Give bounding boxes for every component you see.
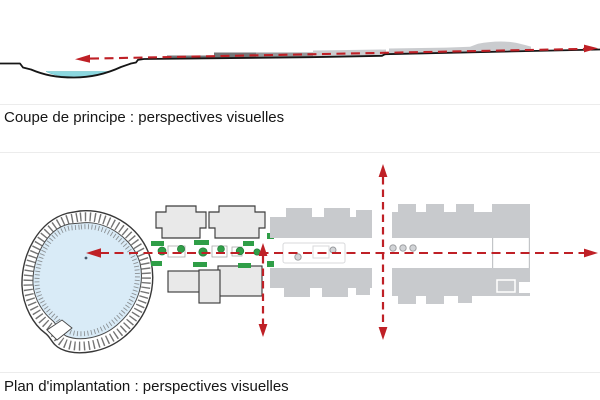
tree-icon: [389, 244, 397, 252]
plan-sight-line-horizontal: [86, 248, 598, 258]
arrow-down-icon: [378, 327, 388, 340]
arrow-right-icon: [584, 44, 598, 53]
plan-caption: Plan d'implantation : perspectives visue…: [4, 378, 289, 395]
divider-bottom: [0, 372, 600, 373]
section-sight-line-arrow: [75, 44, 598, 63]
pond-inner-hatching: [34, 224, 140, 337]
building-footprint: [155, 205, 207, 239]
building-cluster-1: [155, 205, 266, 304]
pond-spillway: [46, 319, 73, 341]
building-footprint: [198, 269, 221, 304]
pond-water: [32, 222, 142, 340]
pond: [21, 210, 154, 354]
arrow-up-icon: [378, 164, 388, 177]
tree-icon: [399, 244, 407, 252]
plan-sight-line-vertical-short: [258, 243, 268, 337]
section-caption: Coupe de principe : perspectives visuell…: [4, 109, 285, 126]
pond-marker-dot: [84, 256, 88, 260]
building-footprint: [208, 205, 266, 239]
divider-top: [0, 104, 600, 105]
arrow-up-icon: [258, 243, 268, 256]
tree-icon: [217, 245, 225, 253]
tree-icon: [409, 244, 417, 252]
plan-diagram: [21, 164, 598, 354]
arrow-down-icon: [258, 324, 268, 337]
building-footprint: [167, 270, 202, 293]
arrow-right-icon: [584, 248, 598, 258]
plan-sight-line-vertical-long: [378, 164, 388, 340]
tree-icon: [177, 245, 185, 253]
tree-icon: [294, 253, 302, 261]
building-notch: [519, 282, 530, 293]
building-footprint: [217, 265, 263, 297]
building-cluster-2: [270, 208, 372, 297]
arrow-left-icon: [86, 248, 101, 258]
arrow-left-icon: [75, 54, 90, 63]
building-inner-court: [496, 279, 516, 293]
section-diagram: [0, 41, 600, 79]
divider-middle: [0, 152, 600, 153]
building-cluster-3: [389, 204, 531, 304]
section-ground-line: [0, 48, 600, 79]
